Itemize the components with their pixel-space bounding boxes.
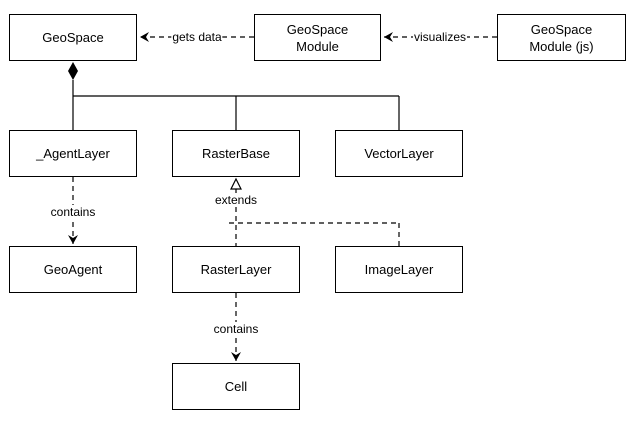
class-vector-layer-label: VectorLayer xyxy=(364,146,434,161)
class-agent-layer-label: _AgentLayer xyxy=(36,146,110,161)
class-raster-layer: RasterLayer xyxy=(172,246,300,293)
class-image-layer: ImageLayer xyxy=(335,246,463,293)
class-image-layer-label: ImageLayer xyxy=(364,262,434,277)
composition-diamond-icon xyxy=(68,62,78,80)
realization-triangle-icon xyxy=(230,177,242,190)
label-extends: extends xyxy=(213,193,259,207)
label-visualizes: visualizes xyxy=(412,30,468,44)
class-geospace-module: GeoSpace Module xyxy=(254,14,381,61)
class-geospace-module-label: GeoSpace Module xyxy=(286,21,349,54)
class-geospace: GeoSpace xyxy=(9,14,137,61)
class-geospace-label: GeoSpace xyxy=(42,30,104,45)
class-geospace-module-js-label: GeoSpace Module (js) xyxy=(529,21,594,54)
class-geo-agent-label: GeoAgent xyxy=(43,262,103,277)
class-cell-label: Cell xyxy=(224,379,248,394)
class-raster-base: RasterBase xyxy=(172,130,300,177)
class-vector-layer: VectorLayer xyxy=(335,130,463,177)
label-gets-data: gets data xyxy=(171,30,223,44)
class-geo-agent: GeoAgent xyxy=(9,246,137,293)
label-contains-agents: contains xyxy=(49,205,97,219)
class-agent-layer: _AgentLayer xyxy=(9,130,137,177)
class-geospace-module-js: GeoSpace Module (js) xyxy=(497,14,626,61)
label-contains-cells: contains xyxy=(212,322,260,336)
class-raster-layer-label: RasterLayer xyxy=(200,262,272,277)
class-cell: Cell xyxy=(172,363,300,410)
class-raster-base-label: RasterBase xyxy=(202,146,270,161)
